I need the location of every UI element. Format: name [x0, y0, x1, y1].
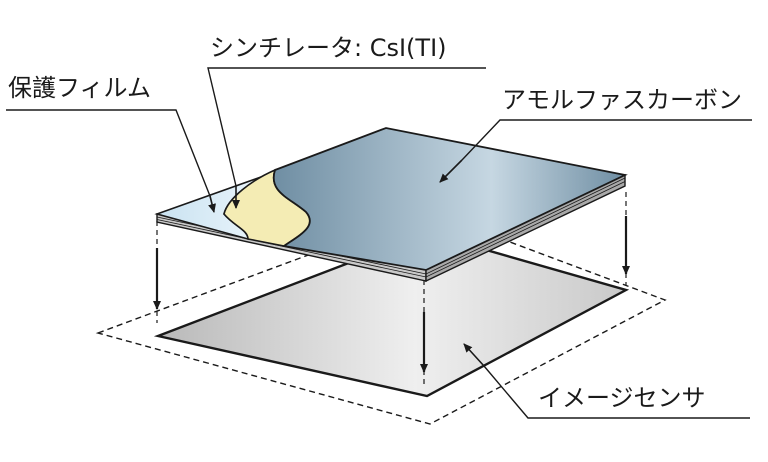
leader-protective-film	[6, 109, 211, 197]
leader-protective-film-arrow	[208, 195, 216, 213]
leader-image-sensor-arrow	[463, 343, 485, 367]
leader-amorphous-carbon	[461, 119, 752, 161]
leader-amorphous-carbon-arrow	[439, 159, 463, 183]
leader-image-sensor	[483, 365, 750, 419]
label-protective-film: 保護フィルム	[8, 74, 151, 102]
label-image-sensor: イメージセンサ	[538, 384, 706, 412]
label-scintillator: シンチレータ: CsI(TI)	[210, 34, 447, 62]
image-sensor-surface	[153, 231, 630, 398]
label-amorphous-carbon: アモルファスカーボン	[502, 86, 742, 114]
leader-scintillator	[207, 67, 486, 187]
amorphous-carbon-layer	[272, 127, 628, 271]
